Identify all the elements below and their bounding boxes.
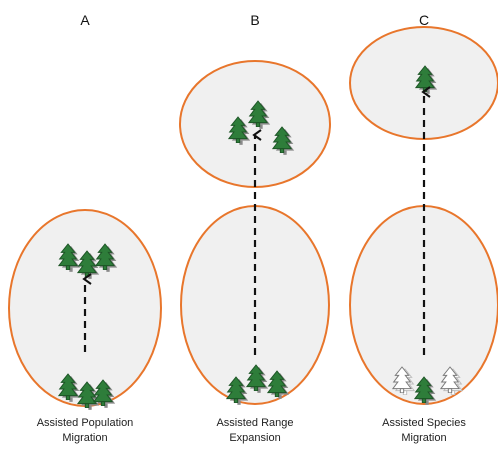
panel-a — [8, 209, 162, 410]
panel-a-label: A — [80, 12, 90, 28]
panel-a-caption-line1: Assisted Population — [37, 417, 134, 429]
panel-b-caption-line1: Assisted Range — [216, 417, 293, 429]
panel-a-caption-line2: Migration — [62, 432, 107, 444]
panel-b — [179, 60, 331, 405]
panel-c-label: C — [419, 12, 429, 28]
panel-c — [349, 26, 498, 405]
panel-c-caption-line1: Assisted Species — [382, 417, 466, 429]
panel-b-caption-line2: Expansion — [229, 432, 280, 444]
panel-a-range-ellipse — [8, 209, 162, 407]
panel-c-caption-line2: Migration — [401, 432, 446, 444]
panel-b-label: B — [250, 12, 259, 28]
